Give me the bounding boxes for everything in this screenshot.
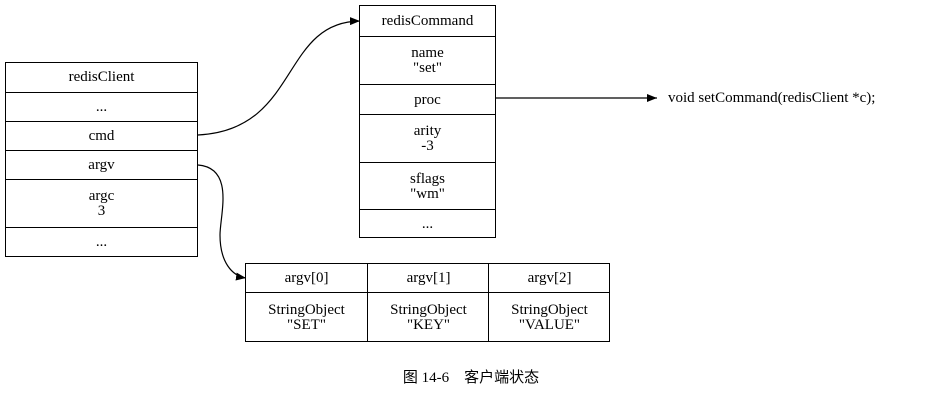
redisClient-struct: redisClient ... cmd argv argc 3 ... [5,62,198,257]
argv-0-column: argv[0] StringObject "SET" [246,264,367,341]
argv-1-header: argv[1] [406,269,451,286]
redisCommand-field-arity: arity -3 [360,114,495,163]
redisClient-field-argv: argv [6,150,197,180]
redisClient-field-ellipsis-bottom: ... [6,227,197,257]
redisCommand-field-ellipsis: ... [360,209,495,238]
argv-2-column: argv[2] StringObject "VALUE" [488,264,610,341]
redisCommand-field-proc: proc [360,84,495,115]
redisCommand-field-name: name "set" [360,36,495,85]
edge-argv-to-argv-array [197,164,247,281]
redisClient-field-ellipsis-top: ... [6,92,197,122]
redisClient-title: redisClient [68,69,135,85]
redisCommand-field-sflags: sflags "wm" [360,162,495,210]
redisClient-field-cmd: cmd [6,121,197,151]
redisClient-field-argc: argc 3 [6,179,197,228]
argv-0-header: argv[0] [284,269,329,286]
argv-2-value: StringObject "VALUE" [489,292,610,342]
redisCommand-struct: redisCommand name "set" proc arity -3 sf… [359,5,496,238]
argv-1-value: StringObject "KEY" [368,292,489,342]
setCommand-function-label: void setCommand(redisClient *c); [668,90,876,106]
redisCommand-title: redisCommand [381,12,474,29]
edge-cmd-to-redisCommand [197,17,361,136]
figure-caption: 图 14-6 客户端状态 [402,370,540,386]
argv-1-column: argv[1] StringObject "KEY" [367,264,489,341]
argv-array: argv[0] StringObject "SET" argv[1] Strin… [245,263,610,342]
argv-0-value: StringObject "SET" [246,292,367,342]
argv-2-header: argv[2] [527,269,572,286]
